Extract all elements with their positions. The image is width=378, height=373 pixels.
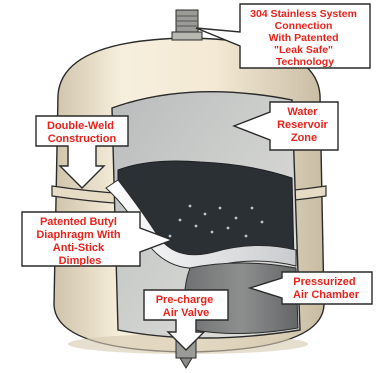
svg-text:Pressurized Air Chamber: Pressurized Air Chamber [293,276,360,301]
callout-water-reservoir-line-3: Zone [291,132,317,144]
callout-double-weld-line-1: Double-Weld [47,120,114,132]
top-connection-fitting [172,10,202,40]
callout-air-chamber-line-1: Pressurized [293,276,355,288]
callout-connection-line-5: Technology [276,56,334,68]
callout-precharge-valve-line-2: Air Valve [163,307,209,319]
callout-connection-line-1: 304 Stainless System [250,8,357,20]
svg-text:Double-Weld Construction: Double-Weld Construction [47,120,117,145]
svg-text:Pre-charge Air Valve: Pre-charge Air Valve [156,294,217,319]
callout-connection-line-3: With Patented [269,32,339,44]
callout-butyl-diaphragm-line-3: Anti-Stick [53,242,105,254]
callout-connection-line-4: "Leak Safe" [274,44,333,56]
callout-water-reservoir-line-1: Water [287,106,318,118]
callout-butyl-diaphragm-line-4: Dimples [59,255,102,267]
callout-double-weld-line-2: Construction [48,133,117,145]
callout-air-chamber-line-2: Air Chamber [293,289,360,301]
callout-butyl-diaphragm-line-2: Diaphragm With [36,229,121,241]
callout-water-reservoir-line-2: Reservoir [277,119,328,131]
callout-precharge-valve-line-1: Pre-charge [156,294,213,306]
callout-connection-line-2: Connection [275,20,333,32]
callout-butyl-diaphragm-line-1: Patented Butyl [40,216,117,228]
